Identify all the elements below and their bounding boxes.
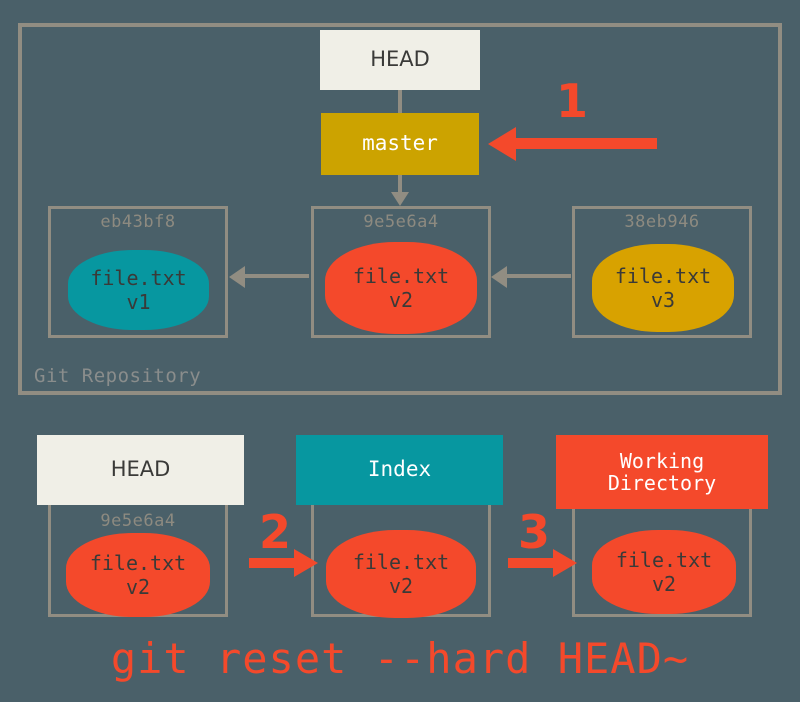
commit-blob-v3: file.txt v3 [592, 244, 734, 332]
working-directory-label-line2: Directory [607, 471, 717, 495]
command-caption: git reset --hard HEAD~ [110, 634, 690, 683]
commit-hash-9e5e6a4: 9e5e6a4 [363, 212, 439, 232]
commit-frame-38eb946 [572, 206, 752, 338]
working-directory-label-box: Working Directory [556, 435, 768, 509]
head-pointer-box: HEAD [320, 30, 480, 90]
commit-blob-v2: file.txt v2 [325, 242, 477, 334]
master-branch-box: master [321, 113, 479, 175]
parent-link-arrowhead-1-icon [229, 266, 245, 288]
step1-arrow-shaft [516, 138, 657, 149]
index-label-box: Index [296, 435, 503, 505]
blob-filename: file.txt [90, 266, 187, 290]
parent-link-arrowhead-2-icon [491, 266, 507, 288]
working-directory-label-line1: Working [619, 448, 705, 473]
blob-version: v2 [651, 572, 677, 596]
blob-version: v2 [388, 574, 414, 598]
blob-filename: file.txt [614, 264, 712, 288]
git-repository-label: Git Repository [34, 365, 202, 387]
commit-hash-eb43bf8: eb43bf8 [100, 212, 176, 232]
commit-blob-v1: file.txt v1 [68, 250, 209, 330]
blob-filename: file.txt [352, 550, 450, 574]
master-to-commit-arrowhead-icon [391, 192, 409, 206]
parent-link-shaft-2 [507, 274, 571, 278]
index-blob: file.txt v2 [326, 530, 476, 618]
blob-version: v3 [650, 288, 676, 312]
step3-arrow-right-icon [553, 549, 577, 577]
blob-version: v1 [126, 290, 151, 314]
git-repository-frame [18, 23, 782, 395]
commit-frame-9e5e6a4 [311, 206, 491, 338]
parent-link-shaft-1 [245, 274, 309, 278]
blob-filename: file.txt [89, 551, 187, 575]
master-to-commit-line [398, 174, 402, 200]
commit-hash-38eb946: 38eb946 [624, 212, 700, 232]
head-tree-label: HEAD [37, 435, 244, 505]
blob-version: v2 [125, 575, 151, 599]
head-to-master-line [398, 89, 402, 114]
blob-filename: file.txt [352, 264, 450, 288]
step2-number: 2 [259, 505, 292, 559]
blob-version: v2 [388, 288, 414, 312]
step3-arrow-shaft [508, 558, 556, 568]
step1-number: 1 [556, 74, 589, 128]
step2-arrow-shaft [249, 558, 297, 568]
step1-arrow-left-icon [488, 127, 516, 161]
step2-arrow-right-icon [294, 549, 318, 577]
commit-frame-eb43bf8 [48, 206, 228, 338]
head-tree-hash: 9e5e6a4 [100, 511, 176, 531]
head-tree-blob: file.txt v2 [66, 533, 210, 617]
working-directory-blob: file.txt v2 [592, 530, 736, 614]
blob-filename: file.txt [615, 548, 713, 572]
step3-number: 3 [518, 505, 551, 559]
